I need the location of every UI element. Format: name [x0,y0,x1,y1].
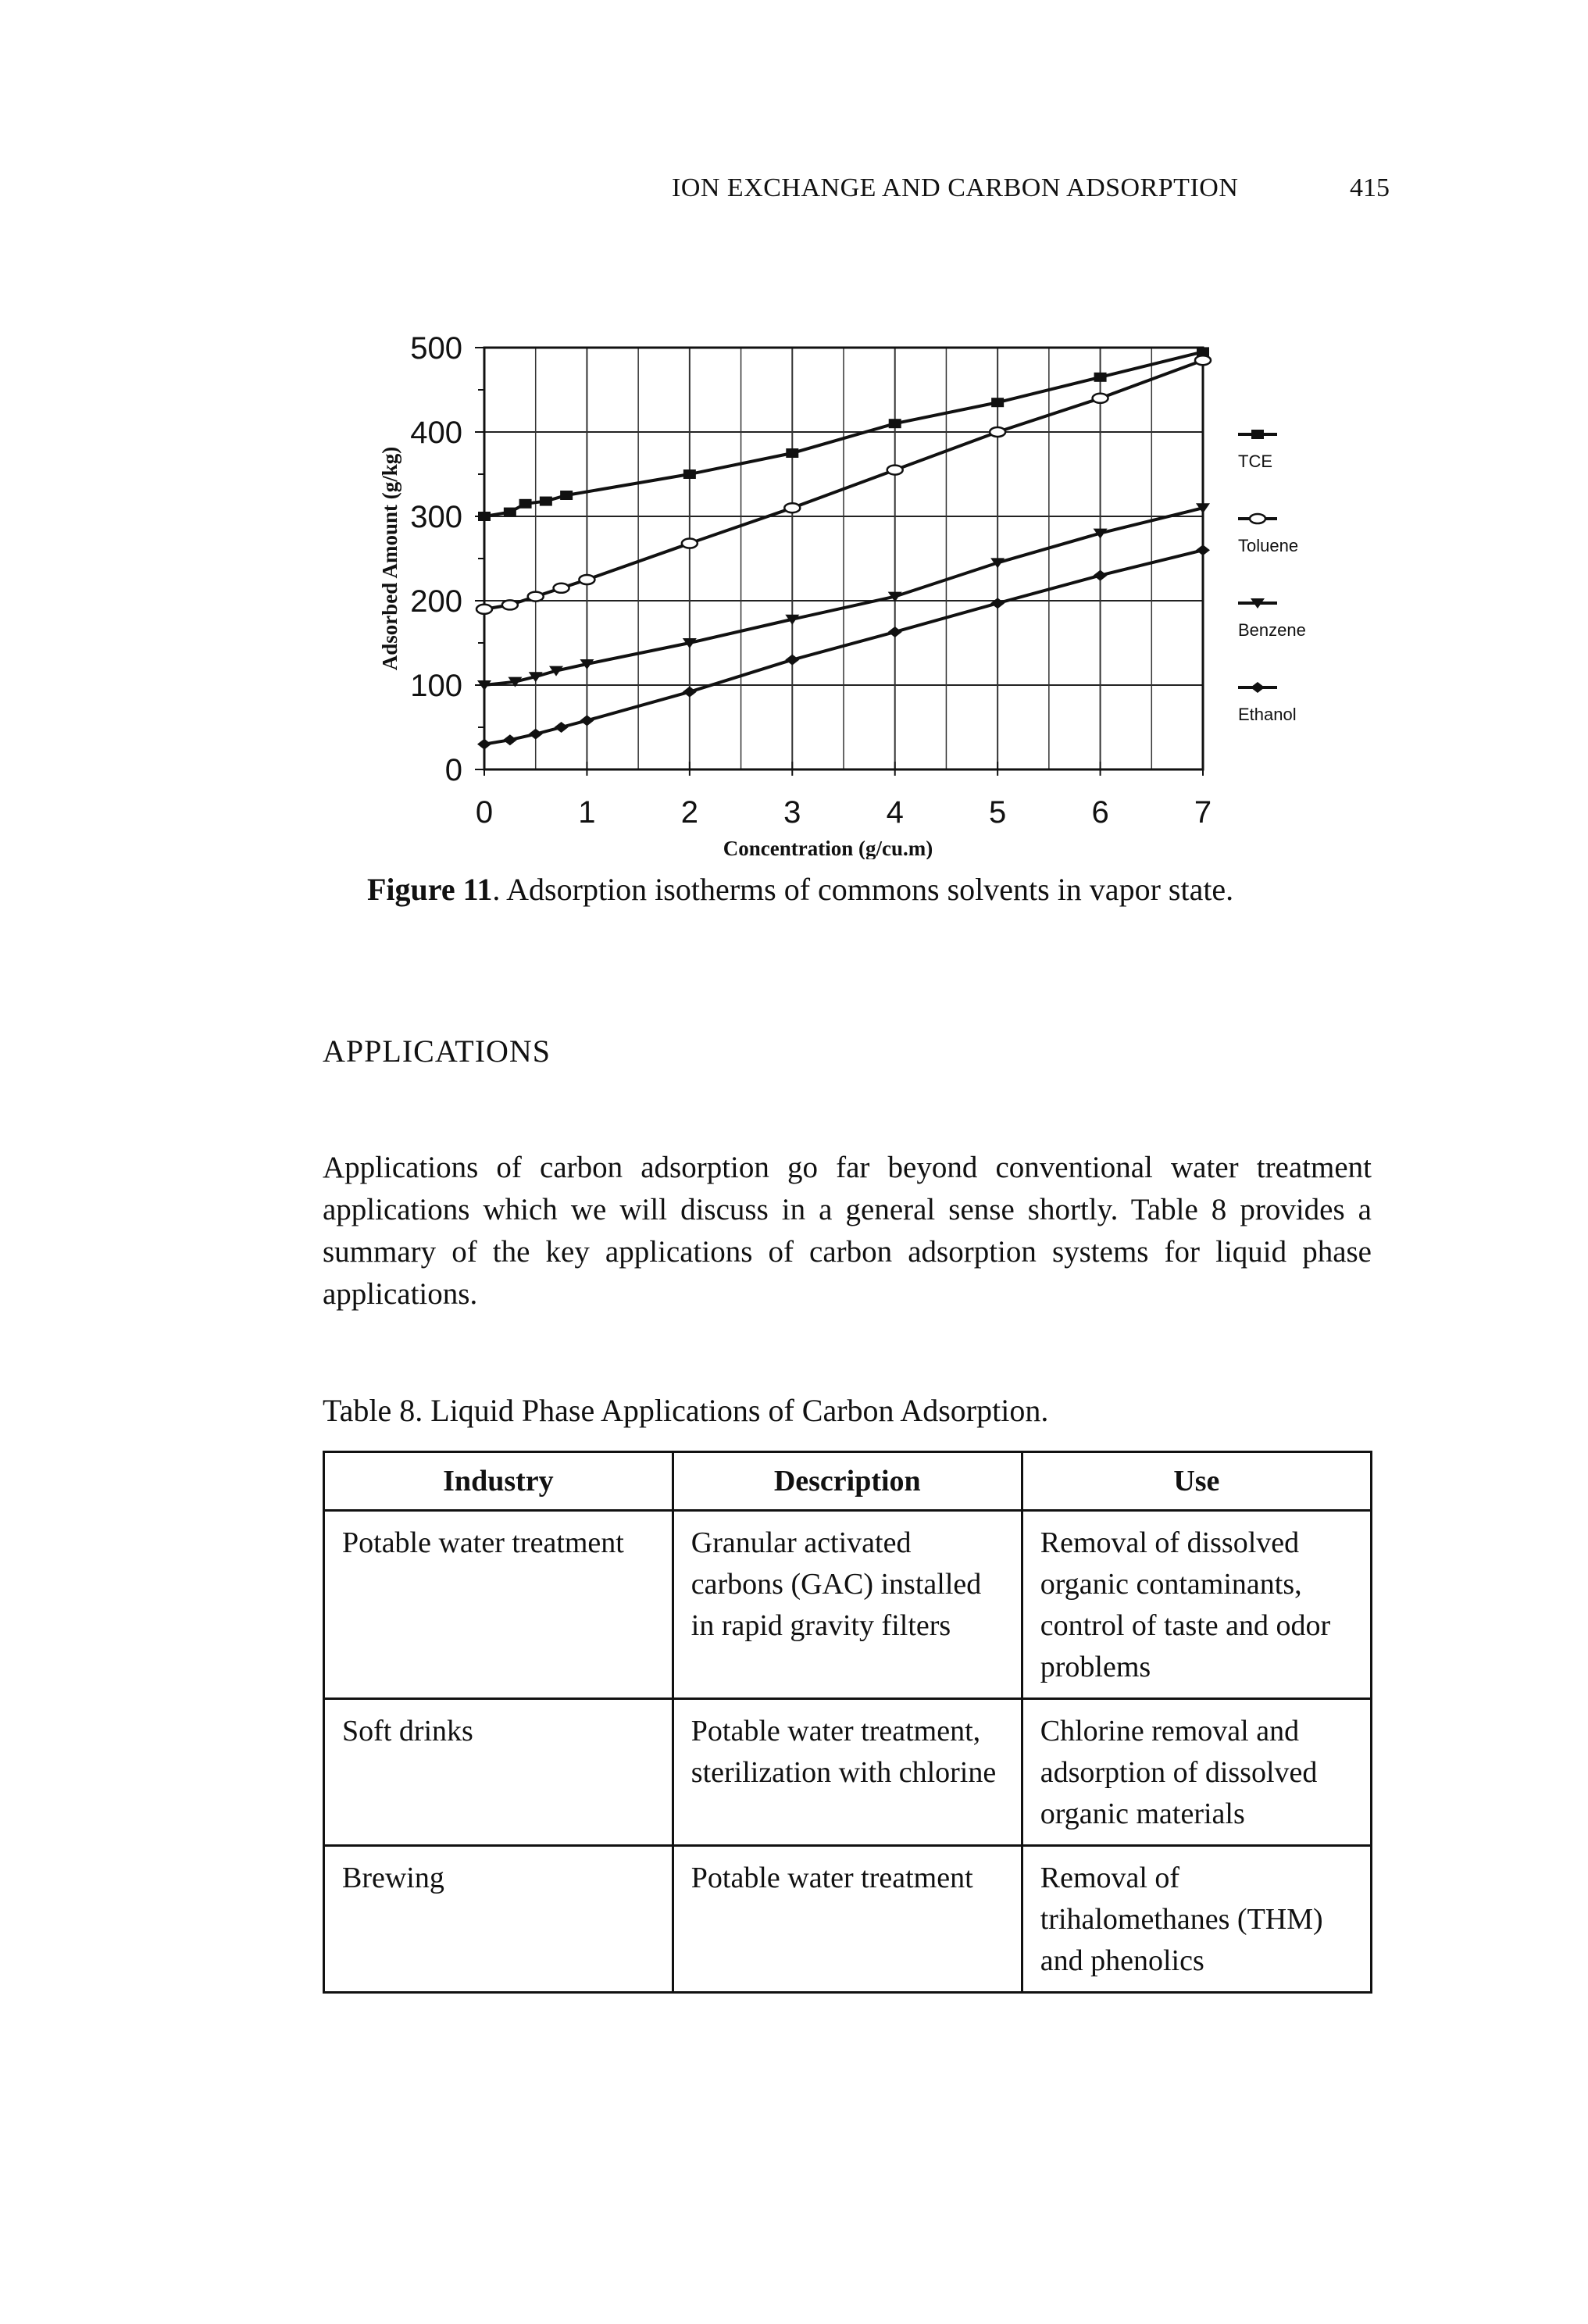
legend-label-ethanol: Ethanol [1238,705,1297,724]
data-point-toluene [501,599,519,611]
data-point-toluene [783,502,801,514]
data-point-ethanol [887,626,902,637]
data-point-benzene [580,659,594,669]
data-point-benzene [477,680,491,691]
y-tick-label: 200 [410,584,462,619]
data-point-ethanol [1196,544,1210,556]
legend-marker-toluene [1248,512,1267,525]
data-point-toluene [886,464,904,476]
data-point-toluene [1091,392,1109,405]
data-point-benzene [682,638,697,648]
data-point-benzene [990,558,1005,569]
x-tick-label: 3 [783,795,801,830]
data-point-toluene [475,603,494,616]
section-heading: APPLICATIONS [323,1033,551,1069]
x-tick-label: 2 [681,795,698,830]
data-point-ethanol [785,654,800,666]
x-tick-label: 6 [1091,795,1108,830]
isotherm-chart: 0 100 200 300 400 500 0 1 2 3 4 5 6 7 TCE TolueneBenze… [378,331,1306,859]
y-tick-label: 400 [410,416,462,450]
data-point-tce [991,398,1005,408]
data-point-tce [478,512,491,521]
header-use: Use [1020,1451,1373,1512]
data-point-tce [786,448,799,458]
table-cell: Soft drinks [323,1697,674,1847]
data-point-ethanol [477,738,491,750]
table-row: Brewing Potable water treatment Removal … [323,1844,1373,1994]
chart-grid [484,348,1203,769]
data-point-benzene [549,666,563,676]
legend-marker-tce [1251,430,1264,439]
series-markers [475,347,1212,750]
legend-label-benzene: Benzene [1238,620,1306,640]
x-tick-label: 4 [887,795,904,830]
table-cell: Potable water treatment [323,1509,674,1700]
table-caption: Table 8. Liquid Phase Applications of Ca… [323,1393,1049,1428]
x-tick-label: 5 [989,795,1006,830]
body-paragraph: Applications of carbon adsorption go far… [323,1151,1372,1311]
data-point-benzene [508,676,523,687]
x-axis-title: Concentration (g/cu.m) [723,837,933,859]
table-cell: Brewing [323,1844,674,1994]
y-tick-label: 0 [445,753,462,787]
figure-label: Figure 11 [367,872,493,907]
data-point-toluene [578,573,596,586]
data-point-toluene [988,426,1007,438]
table-cell: Removal of trihalomethanes (THM) and phe… [1020,1844,1373,1994]
legend-label-tce: TCE [1238,452,1272,471]
figure-caption-text: . Adsorption isotherms of commons solven… [492,872,1234,907]
y-tick-label: 100 [410,669,462,703]
data-point-ethanol [554,722,569,733]
data-point-toluene [552,582,570,594]
table-header-row: Industry Description Use [323,1451,1373,1512]
data-point-ethanol [528,728,543,740]
data-point-tce [539,496,552,506]
axis-ticks: 0 100 200 300 400 500 0 1 2 3 4 5 6 7 [410,331,1212,830]
figure-caption: Figure 11. Adsorption isotherms of commo… [367,871,1233,908]
data-point-tce [1094,372,1107,382]
data-point-ethanol [502,734,517,746]
table-row: Soft drinks Potable water treatment, ste… [323,1697,1373,1847]
data-point-tce [560,491,573,500]
data-point-tce [683,469,696,479]
legend-label-toluene: Toluene [1238,536,1298,555]
data-point-tce [888,419,901,429]
data-point-benzene [528,672,543,683]
table-cell: Potable water treatment, sterilization w… [671,1697,1023,1847]
table-cell: Removal of dissolved organic contaminant… [1020,1509,1373,1700]
y-axis-title: Adsorbed Amount (g/kg) [378,447,401,671]
table-cell: Potable water treatment [671,1844,1023,1994]
legend-marker-ethanol [1251,682,1265,693]
data-point-ethanol [580,715,594,726]
data-point-toluene [1194,354,1212,366]
data-point-benzene [785,614,800,625]
data-point-benzene [887,591,902,602]
running-head: ION EXCHANGE AND CARBON ADSORPTION [672,173,1239,202]
data-point-benzene [1196,503,1210,514]
data-point-tce [519,498,532,509]
data-point-ethanol [990,598,1005,609]
x-tick-label: 7 [1194,795,1212,830]
table-cell: Chlorine removal and adsorption of disso… [1020,1697,1373,1847]
data-point-toluene [526,591,544,602]
data-point-benzene [1093,528,1108,539]
table-row: Potable water treatment Granular activat… [323,1509,1373,1700]
data-point-tce [1197,347,1209,357]
header-description: Description [671,1451,1023,1512]
legend-marker-benzene [1251,598,1265,609]
data-point-ethanol [1093,569,1108,581]
data-point-toluene [680,537,699,549]
data-point-tce [503,507,516,517]
y-tick-label: 500 [410,331,462,366]
page-number: 415 [1350,173,1390,202]
data-point-ethanol [682,686,697,698]
x-tick-label: 0 [476,795,493,830]
x-tick-label: 1 [578,795,595,830]
applications-table: Industry Description Use Potable water t… [323,1451,1373,1994]
table-cell: Granular activated carbons (GAC) install… [671,1509,1023,1700]
header-industry: Industry [323,1451,674,1512]
y-tick-label: 300 [410,500,462,534]
